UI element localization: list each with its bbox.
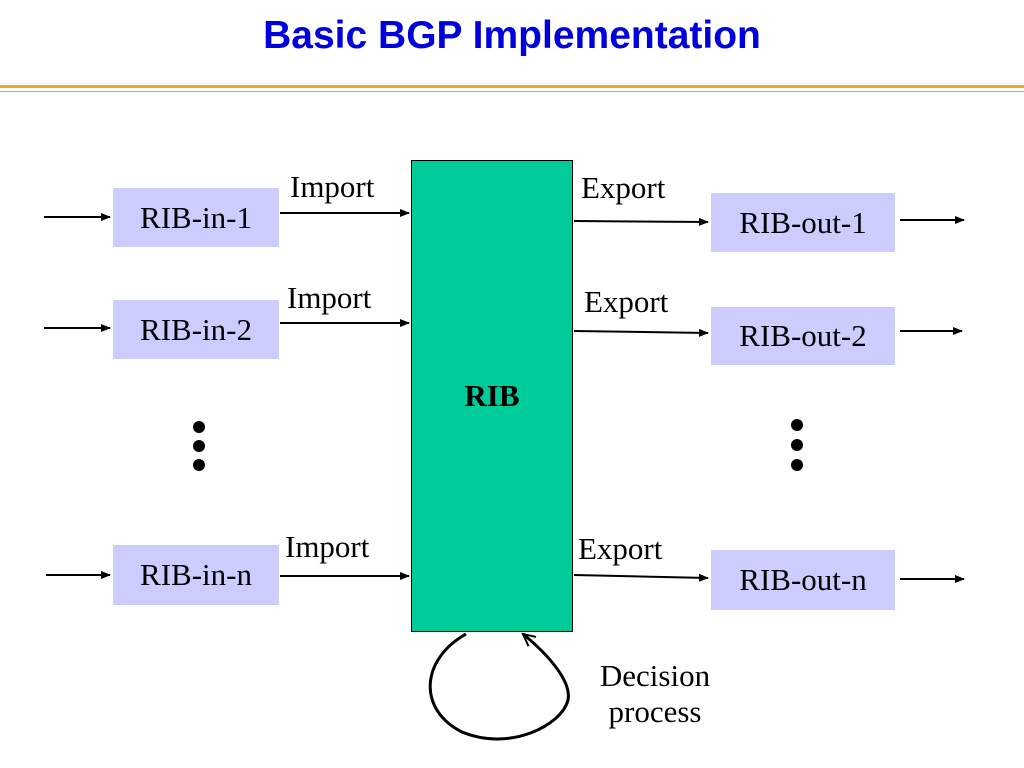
export-arrow-n (573, 573, 709, 582)
rib-in-1-box: RIB-in-1 (113, 188, 279, 247)
rib-block (411, 160, 573, 632)
rib-out-2-box: RIB-out-2 (711, 307, 895, 365)
export-label-2: Export (584, 284, 669, 319)
decision-line-1: Decision (599, 658, 711, 693)
rib-in-ellipsis (193, 421, 205, 471)
decision-process-label: Decision process (574, 658, 736, 730)
import-label-1: Import (290, 169, 375, 204)
decision-loop-arrow (428, 634, 570, 741)
rib-out-ellipsis (791, 419, 803, 471)
rib-label: RIB (464, 378, 520, 413)
title-underline-thin (0, 91, 1024, 92)
decision-line-2: process (608, 694, 702, 729)
rib-out-1-box: RIB-out-1 (711, 193, 895, 252)
slide-title: Basic BGP Implementation (263, 14, 761, 57)
rib-in-2-box: RIB-in-2 (113, 300, 279, 359)
export-label-n: Export (578, 531, 663, 566)
import-label-2: Import (287, 280, 372, 315)
export-arrow-1 (573, 217, 709, 226)
export-label-1: Export (581, 170, 666, 205)
rib-in-n-box: RIB-in-n (113, 545, 279, 605)
export-arrow-2 (573, 328, 709, 337)
rib-out-n-box: RIB-out-n (711, 550, 895, 610)
title-underline-thick (0, 85, 1024, 88)
import-label-n: Import (285, 529, 370, 564)
